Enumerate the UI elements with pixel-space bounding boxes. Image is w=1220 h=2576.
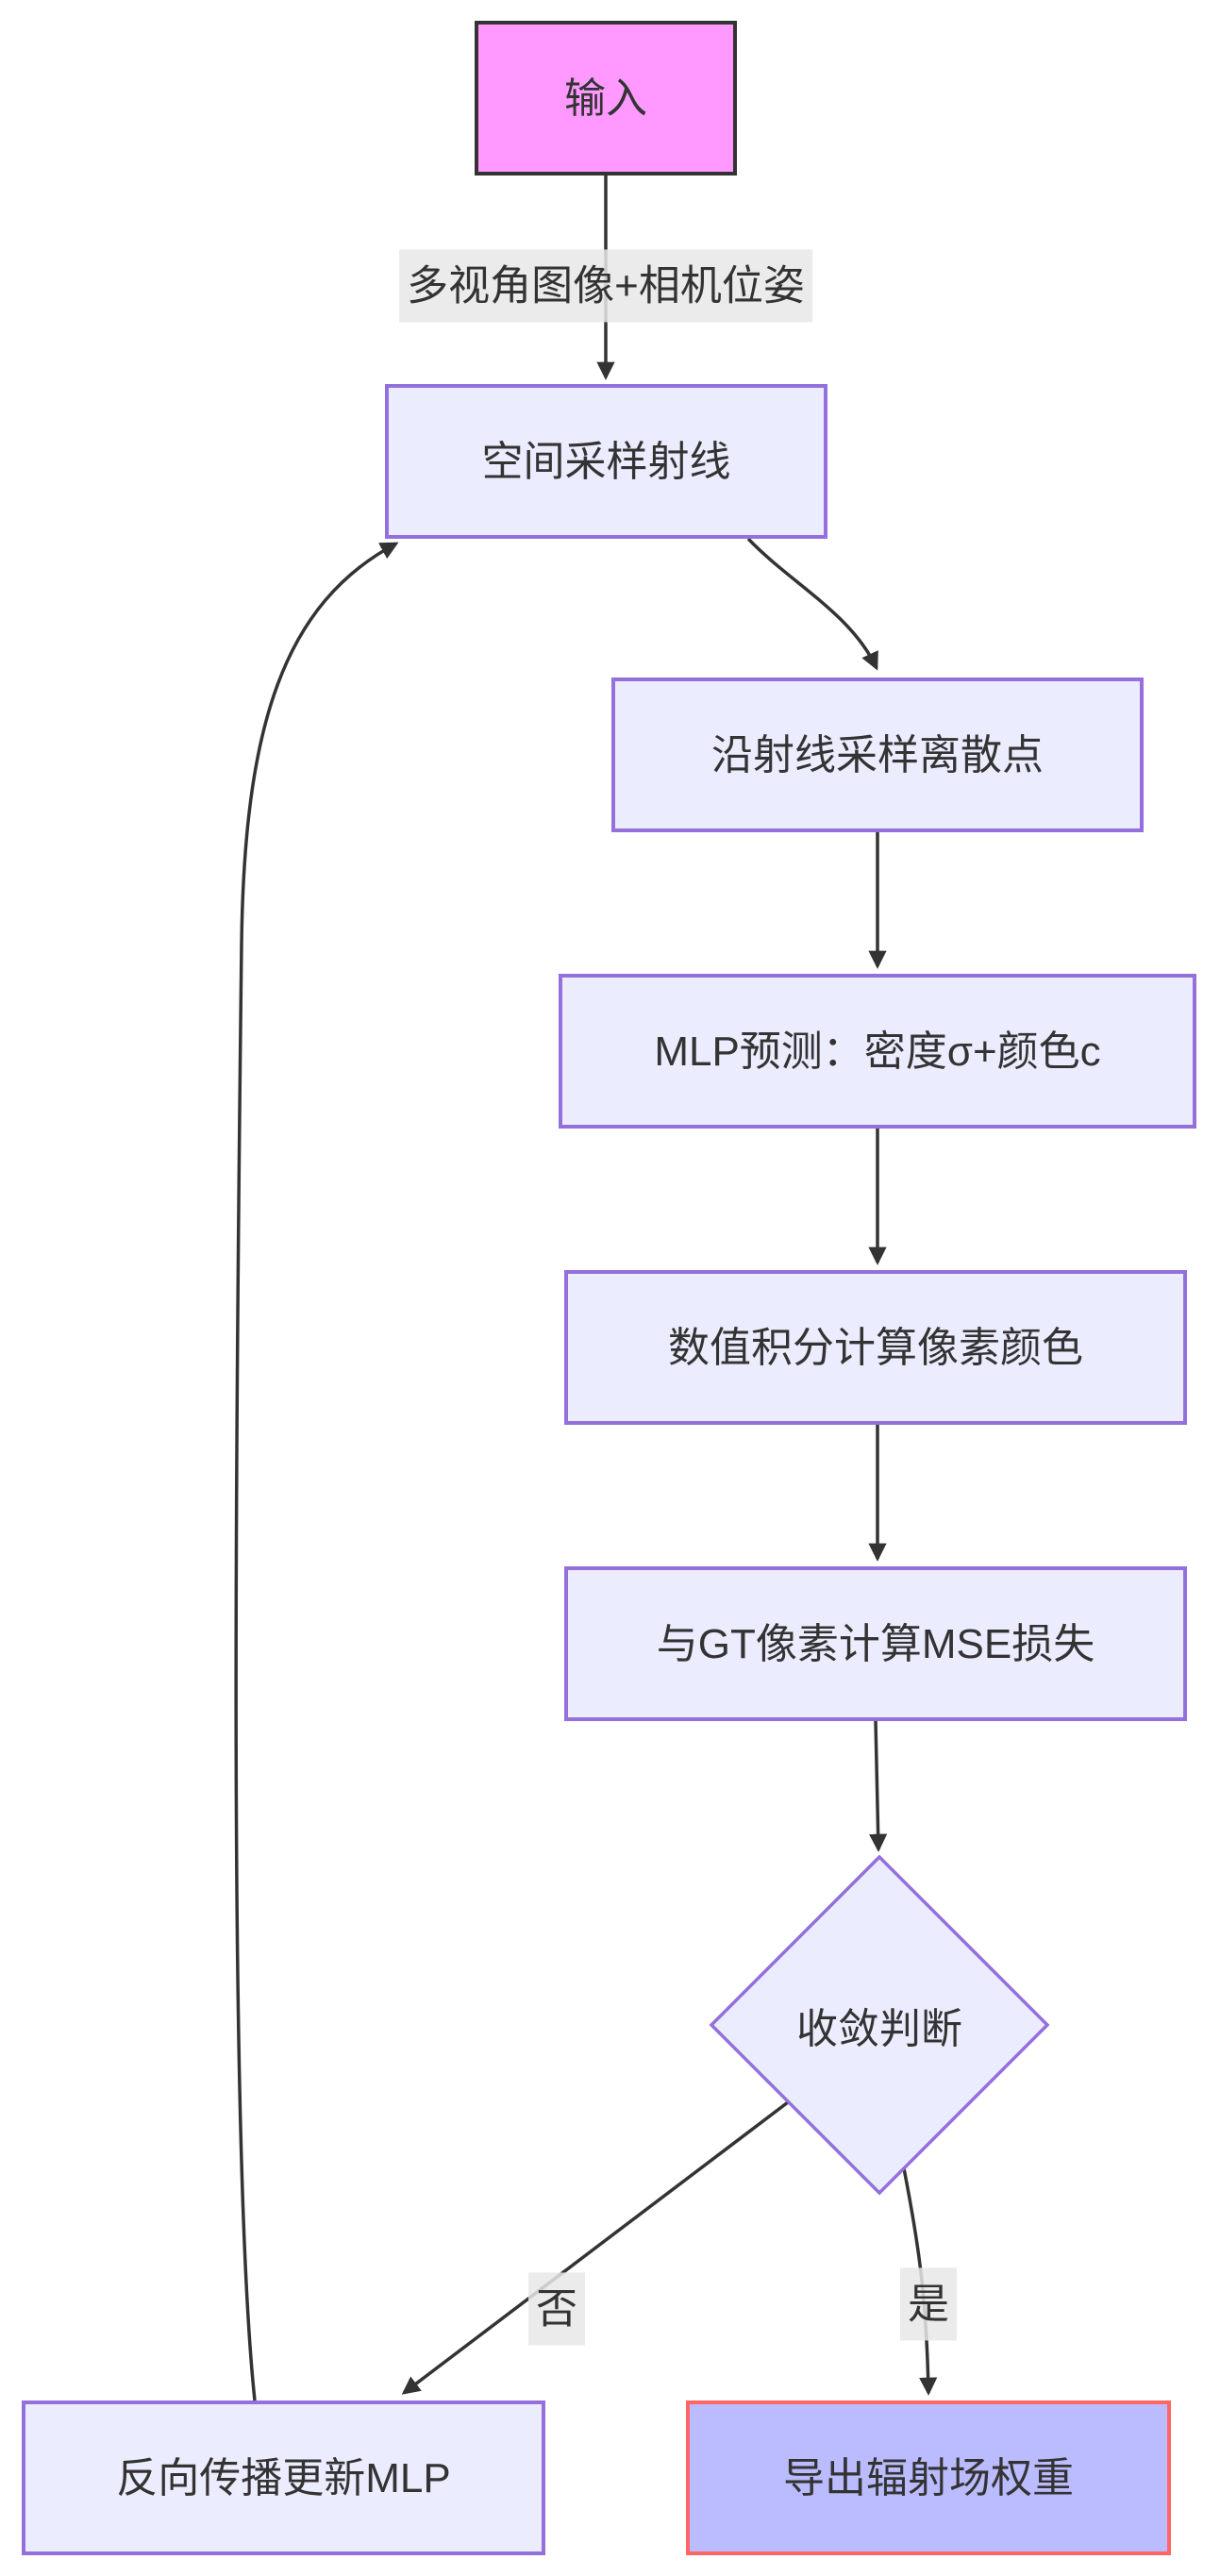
edge-label-no: 否 xyxy=(528,2272,585,2346)
node-integration: 数值积分计算像素颜色 xyxy=(564,1270,1187,1425)
node-mse-loss: 与GT像素计算MSE损失 xyxy=(564,1566,1187,1721)
decision-diamond-shape xyxy=(709,1854,1050,2196)
edge-label-input-data: 多视角图像+相机位姿 xyxy=(399,249,812,323)
edge-mse-to-convergence xyxy=(869,1720,888,1852)
node-mlp-predict: MLP预测：密度σ+颜色c xyxy=(559,974,1196,1129)
node-export-weights: 导出辐射场权重 xyxy=(686,2400,1171,2555)
node-backprop: 反向传播更新MLP xyxy=(22,2400,545,2555)
edge-convergence-no-to-backprop xyxy=(401,2100,790,2395)
node-input: 输入 xyxy=(475,21,737,176)
edge-backprop-loop-to-sample-rays xyxy=(234,542,399,2401)
node-sample-rays: 空间采样射线 xyxy=(385,384,827,539)
edge-sample-rays-to-sample-points xyxy=(746,537,878,671)
node-sample-points: 沿射线采样离散点 xyxy=(611,677,1144,832)
edge-label-yes: 是 xyxy=(900,2267,957,2341)
node-convergence-label: 收敛判断 xyxy=(796,2006,962,2052)
